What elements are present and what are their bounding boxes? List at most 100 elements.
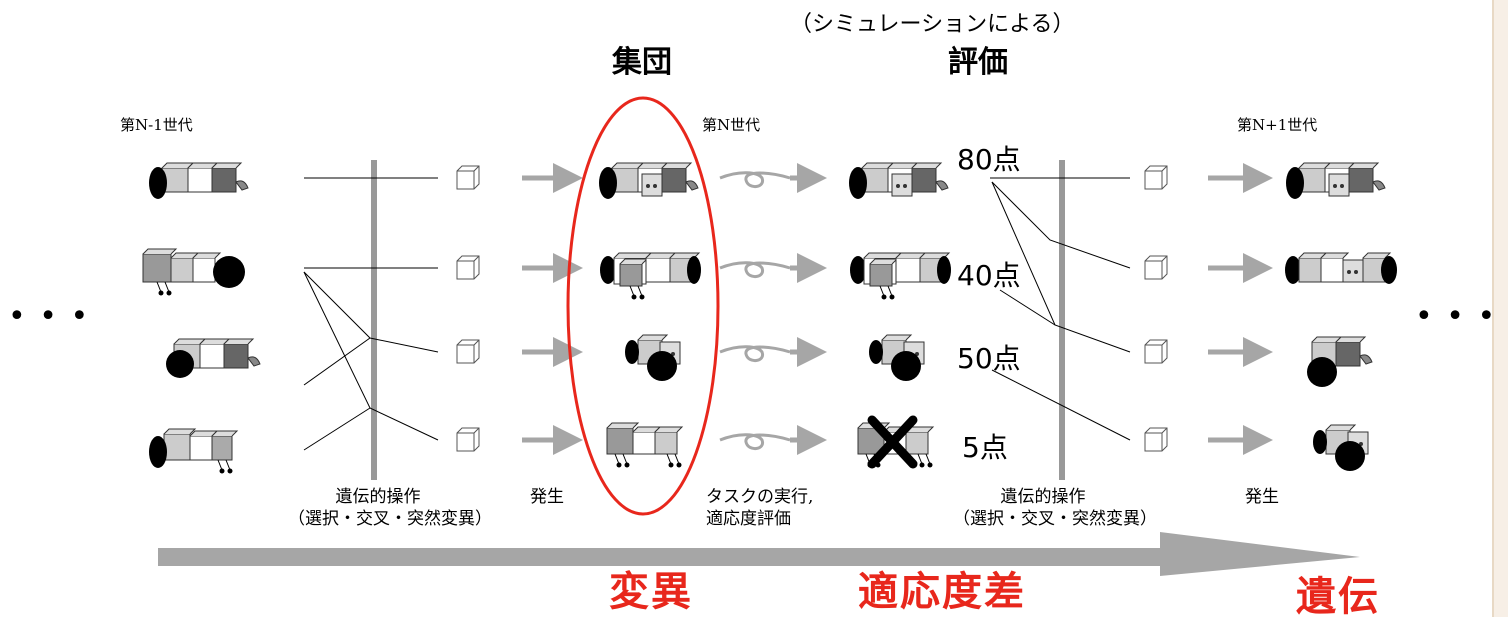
- robot-legs: [156, 281, 170, 293]
- robot-module-top: [1335, 336, 1367, 343]
- evaluation-note: （シミュレーションによる）: [790, 12, 1075, 37]
- development-caption-2: 発生: [1245, 487, 1279, 507]
- robot-module-top: [881, 334, 913, 341]
- caption-line: （選択・交叉・突然変異）: [288, 509, 492, 530]
- robot-foot: [881, 294, 887, 300]
- crossover-lines-2: [990, 177, 1131, 441]
- robot-tail: [235, 180, 249, 191]
- robot-type-a: [849, 162, 949, 199]
- robot-module: [632, 431, 656, 455]
- caption-line: （選択・交叉・突然変異）: [953, 509, 1157, 530]
- robot-wheel: [891, 351, 921, 381]
- ellipsis-right: • • •: [1415, 299, 1498, 334]
- robot-sensor: [1347, 270, 1351, 274]
- robot-sensor-module: [891, 173, 913, 197]
- generation-label-next: 第N+1世代: [1237, 116, 1318, 134]
- robot-legs: [629, 285, 643, 297]
- robot-foot: [919, 462, 925, 468]
- robot-foot: [616, 462, 622, 468]
- genotype-cube: [1144, 255, 1168, 280]
- robot-module-top: [911, 162, 943, 169]
- robot-module-top: [223, 338, 255, 345]
- robot-wheel: [647, 351, 677, 381]
- robot-wheel: [213, 256, 245, 288]
- robot-foot: [158, 290, 164, 296]
- robot-sensor: [1340, 184, 1344, 188]
- score-5: 5点: [962, 431, 1008, 464]
- simulation-loop: [719, 171, 791, 188]
- population-heading: 集団: [612, 45, 672, 80]
- robot-type-a: [1286, 162, 1386, 199]
- robot-wheel: [599, 167, 617, 199]
- task-execution-caption: タスクの実行, 適応度評価: [706, 486, 813, 530]
- genotype-cube: [456, 255, 480, 280]
- robot-foot: [624, 462, 630, 468]
- robot-wheel: [149, 167, 167, 199]
- genotype-cube: [1144, 339, 1168, 364]
- robot-sensor: [903, 184, 907, 188]
- robot-module: [170, 257, 194, 283]
- robot-wheel: [625, 340, 639, 364]
- robot-wheel: [850, 256, 866, 284]
- eliminated-x-mark: [867, 415, 918, 469]
- robot-module: [211, 435, 233, 461]
- robot-wheel: [1313, 430, 1327, 454]
- robot-wheel: [149, 436, 167, 468]
- robot-tail: [935, 180, 949, 191]
- generation-label-current: 第N世代: [702, 116, 761, 134]
- score-50: 50点: [957, 342, 1021, 375]
- robot-type-c: [166, 338, 261, 378]
- robot-module-top: [142, 248, 178, 255]
- score-40: 40点: [957, 259, 1021, 292]
- robot-module: [619, 263, 643, 287]
- robot-module: [1348, 167, 1374, 193]
- robot-module-top: [163, 428, 197, 435]
- robot-module: [189, 435, 213, 461]
- robot-legs: [217, 459, 231, 471]
- genetic-operation-caption-1: 遺伝的操作 （選択・交叉・突然変異）: [288, 486, 492, 530]
- robot-foot: [639, 294, 645, 300]
- robot-type-e: [625, 334, 681, 381]
- population-highlight-ellipse: [566, 96, 720, 516]
- robot-module-top: [211, 162, 243, 169]
- robots: [142, 162, 1397, 474]
- robot-sensor: [1333, 184, 1337, 188]
- robot-module: [1335, 341, 1361, 367]
- robot-foot: [668, 462, 674, 468]
- robot-module-top: [1320, 252, 1350, 259]
- robot-module: [905, 431, 929, 455]
- robot-module-top: [606, 422, 640, 429]
- genotype-cubes: [456, 165, 1168, 452]
- robot-foot: [889, 294, 895, 300]
- evaluation-heading: 評価: [948, 45, 1008, 80]
- robot-tail: [685, 180, 699, 191]
- simulation-arrows: [719, 163, 827, 455]
- robot-module: [163, 433, 191, 461]
- robot-module-top: [1348, 162, 1380, 169]
- robot-sensor: [646, 184, 650, 188]
- robot-wheel: [1285, 256, 1301, 284]
- fitness-difference-label: 適応度差: [858, 569, 1026, 615]
- robot-sensor: [896, 184, 900, 188]
- robot-type-b: [142, 248, 245, 296]
- development-caption-1: 発生: [530, 487, 564, 507]
- robot-wheel: [1307, 357, 1337, 387]
- robot-module: [869, 263, 893, 287]
- generation-label-prev: 第N-1世代: [120, 116, 193, 134]
- robot-module: [187, 167, 213, 193]
- robot-module-top: [1362, 252, 1392, 259]
- robot-type-a: [599, 162, 699, 199]
- genotype-cube: [456, 339, 480, 364]
- caption-line: 遺伝的操作: [335, 487, 421, 507]
- flow-arrows: [522, 163, 1273, 455]
- robot-module-top: [654, 426, 684, 433]
- robot-module: [1298, 257, 1322, 283]
- robot-wheel: [1381, 256, 1397, 284]
- robot-wheel: [600, 256, 616, 284]
- robot-module: [606, 427, 634, 455]
- genotype-cube: [1144, 165, 1168, 190]
- robot-module-top: [192, 252, 222, 259]
- robot-type-e: [1313, 424, 1369, 471]
